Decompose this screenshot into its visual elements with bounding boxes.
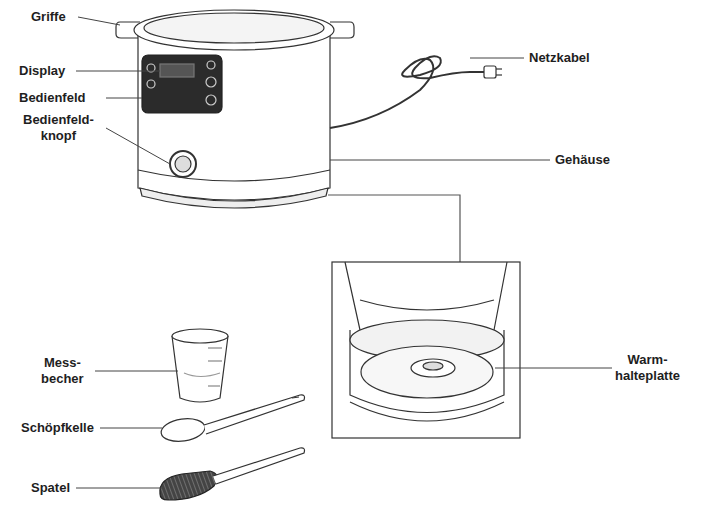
part-label: Warm- halteplatte (614, 352, 681, 384)
part-label: Griffe (30, 9, 67, 25)
part-label: Mess- becher (40, 355, 85, 387)
part-label: Display (18, 63, 66, 79)
part-label: Spatel (30, 480, 71, 496)
part-label: Gehäuse (554, 152, 611, 168)
part-label: Schöpfkelle (20, 420, 95, 436)
part-label: Netzkabel (528, 50, 591, 66)
part-label: Bedienfeld (18, 90, 86, 106)
part-label: Bedienfeld- knopf (22, 112, 95, 144)
